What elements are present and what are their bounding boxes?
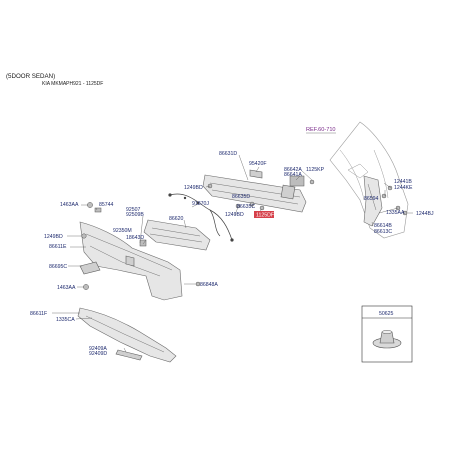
reflector-86695c[interactable] <box>79 261 101 275</box>
label-1249bd-mid[interactable]: 1249BD <box>225 212 244 218</box>
highlight-box <box>254 211 274 218</box>
label-92409a[interactable]: 92409A <box>89 346 107 352</box>
label-1244bj[interactable]: 1244BJ <box>416 211 434 217</box>
label-12441b[interactable]: 12441B <box>394 179 412 185</box>
label-92350m[interactable]: 92350M <box>113 228 132 234</box>
label-1335ca-left[interactable]: 1335CA <box>56 317 75 323</box>
header-model: KIA MKMAPH921 - 1125DF <box>42 81 103 87</box>
label-86611e[interactable]: 86611E <box>49 244 67 250</box>
bracket-95420f[interactable] <box>249 169 263 179</box>
bracket-icon[interactable] <box>289 175 305 187</box>
lower-cover[interactable] <box>77 307 177 363</box>
header-variant: (5DOOR SEDAN) <box>6 73 55 80</box>
label-92507[interactable]: 92507 <box>126 207 141 213</box>
grommet-icon <box>372 330 402 349</box>
label-1249bd-left[interactable]: 1249BD <box>44 234 63 240</box>
clip-icon[interactable] <box>94 207 102 213</box>
bolt-icon[interactable] <box>249 201 255 207</box>
label-1463aa-top[interactable]: 1463AA <box>60 202 79 208</box>
label-50625: 50625 <box>379 311 394 317</box>
bumper-cover[interactable] <box>79 221 183 301</box>
label-92509b[interactable]: 92509B <box>126 212 144 218</box>
label-91870j[interactable]: 91870J <box>192 201 209 207</box>
bolt-icon[interactable] <box>381 193 387 199</box>
label-86631d[interactable]: 86631D <box>219 151 237 157</box>
label-86613c[interactable]: 86613C <box>374 229 392 235</box>
label-95420f[interactable]: 95420F <box>249 161 267 167</box>
reference-label[interactable]: REF.60-710 <box>306 127 336 133</box>
leader-lines <box>52 154 413 353</box>
wiring-harness[interactable] <box>168 193 234 242</box>
label-1125kp[interactable]: 1125KP <box>306 167 325 173</box>
label-18643d[interactable]: 18643D <box>126 235 144 241</box>
label-92409d[interactable]: 92409D <box>89 351 107 357</box>
label-86848a[interactable]: 86848A <box>200 282 218 288</box>
label-86642a[interactable]: 86642A <box>284 167 302 173</box>
energy-absorber[interactable] <box>143 219 211 251</box>
bolt-icon[interactable] <box>309 179 315 185</box>
bumper-beam[interactable] <box>202 174 307 213</box>
reflector-strip[interactable] <box>115 349 143 361</box>
label-86594[interactable]: 86594 <box>364 196 379 202</box>
part-labels: 86631D 95420F 86642A 86641A 1125KP 1249B… <box>30 151 434 357</box>
inset-50625[interactable]: 50625 <box>361 305 413 363</box>
bolt-icon[interactable] <box>81 233 87 239</box>
label-86641a[interactable]: 86641A <box>284 172 302 178</box>
bolt-icon[interactable] <box>259 205 265 211</box>
label-1335aa[interactable]: 1335AA <box>386 210 405 216</box>
bolt-icon[interactable] <box>83 284 89 290</box>
label-86635c[interactable]: 86635C <box>237 204 255 210</box>
label-1463aa-bot[interactable]: 1463AA <box>57 285 76 291</box>
bolt-icon[interactable] <box>387 185 393 191</box>
label-86611f[interactable]: 86611F <box>30 311 47 317</box>
label-86620[interactable]: 86620 <box>169 216 184 222</box>
label-1249bd-top[interactable]: 1249BD <box>184 185 203 191</box>
label-1244ke[interactable]: 1244KE <box>394 185 413 191</box>
bolt-icon[interactable] <box>87 202 93 208</box>
bolt-icon[interactable] <box>235 203 241 209</box>
label-86635d[interactable]: 86635D <box>232 194 250 200</box>
label-86614b[interactable]: 86614B <box>374 223 392 229</box>
label-86695c[interactable]: 86695C <box>49 264 67 270</box>
body-panel-outline <box>329 121 409 239</box>
label-85744[interactable]: 85744 <box>99 202 114 208</box>
label-1125df[interactable]: 1125DF <box>256 213 274 219</box>
